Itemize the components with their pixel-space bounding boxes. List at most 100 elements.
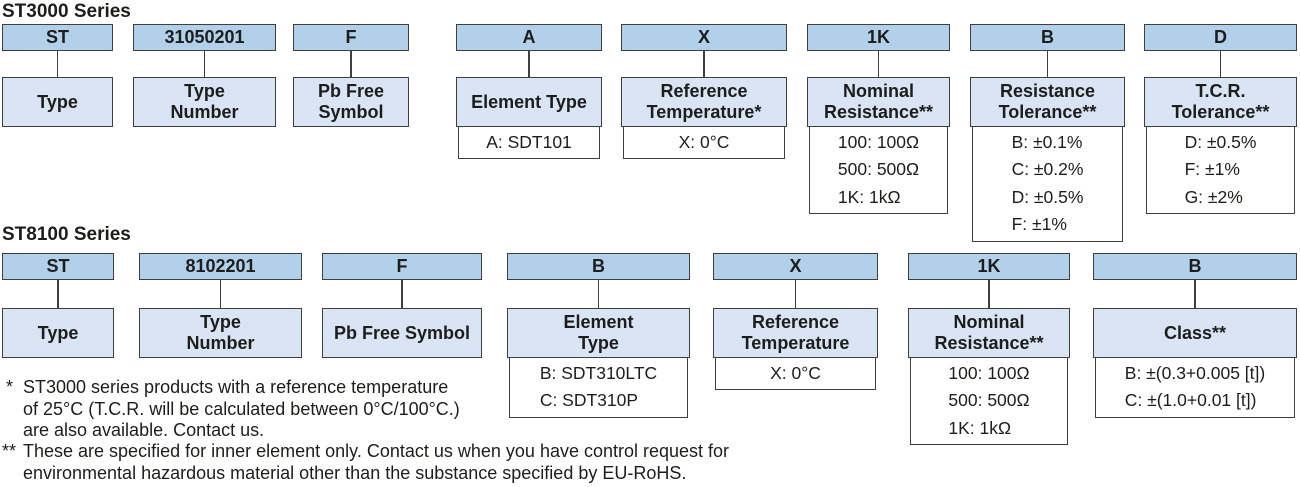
st8100-col-type-number: 8102201 Type Number (139, 253, 302, 358)
value-line: D: ±0.5% (1184, 131, 1257, 152)
code-box: B (970, 24, 1125, 51)
value-line: B: ±0.1% (1011, 131, 1083, 152)
value-line: A: SDT101 (486, 131, 572, 152)
label-line: Type (37, 91, 78, 112)
footnote-reference-temperature: * ST3000 series products with a referenc… (6, 377, 460, 442)
code-box: A (456, 24, 602, 51)
st3000-col-nominal-resistance: 1K Nominal Resistance** 100: 100Ω 500: 5… (807, 24, 950, 214)
connector-line (703, 51, 705, 77)
label-line: Resistance** (823, 102, 934, 122)
code-box: F (293, 24, 409, 51)
code-box: ST (2, 253, 114, 280)
label-box: Type Number (139, 308, 302, 358)
label-line: Number (186, 333, 255, 353)
label-line: Element Type (471, 91, 587, 112)
label-line: Resistance (999, 81, 1096, 101)
connector-line (528, 51, 530, 77)
value-line: 1K: 1kΩ (948, 417, 1012, 438)
footnote-marker: ** (2, 441, 17, 461)
st3000-series-heading: ST3000 Series (2, 1, 131, 22)
code-box: 8102201 (139, 253, 302, 280)
footnote-line: ST3000 series products with a reference … (23, 377, 449, 397)
code-box: 31050201 (133, 24, 276, 51)
connector-line (56, 51, 59, 77)
label-box: Reference Temperature (713, 308, 878, 358)
values-box: A: SDT101 (458, 125, 600, 159)
label-line: Number (170, 102, 239, 122)
label-box: Reference Temperature* (621, 77, 787, 127)
st3000-col-reference-temperature: X Reference Temperature* X: 0°C (621, 24, 787, 159)
value-line: X: 0°C (770, 362, 821, 383)
label-line: Element (563, 312, 634, 332)
label-box: Element Type (507, 308, 690, 358)
code-box: F (322, 253, 482, 280)
label-line: Type (200, 312, 241, 332)
label-box: Type (2, 77, 113, 127)
label-line: Temperature (741, 333, 850, 353)
label-line: Pb Free Symbol (333, 322, 471, 343)
footnote-inner-element: ** These are specified for inner element… (2, 441, 729, 484)
value-line: 100: 100Ω (948, 362, 1030, 383)
value-line: B: SDT310LTC (539, 362, 658, 383)
st8100-col-class: B Class** B: ±(0.3+0.005 [t]) C: ±(1.0+0… (1093, 253, 1297, 418)
values-box: B: SDT310LTC C: SDT310P (509, 356, 688, 418)
footnote-line: are also available. Contact us. (23, 420, 265, 440)
label-line: Nominal (953, 312, 1025, 332)
values-box: 100: 100Ω 500: 500Ω 1K: 1kΩ (910, 356, 1068, 445)
label-box: Resistance Tolerance** (970, 77, 1125, 127)
st3000-col-pb-free-symbol: F Pb Free Symbol (293, 24, 409, 127)
label-line: Tolerance** (1171, 102, 1270, 122)
value-line: 500: 500Ω (948, 390, 1030, 410)
label-line: Tolerance** (998, 102, 1097, 122)
values-box: B: ±(0.3+0.005 [t]) C: ±(1.0+0.01 [t]) (1095, 356, 1295, 418)
footnote-line: environmental hazardous material other t… (23, 462, 687, 483)
code-box: B (507, 253, 690, 280)
st3000-col-tcr-tolerance: D T.C.R. Tolerance** D: ±0.5% F: ±1% G: … (1144, 24, 1297, 214)
st8100-col-reference-temperature: X Reference Temperature X: 0°C (713, 253, 878, 390)
label-line: Type (184, 81, 225, 101)
st8100-col-pb-free-symbol: F Pb Free Symbol (322, 253, 482, 358)
st8100-col-nominal-resistance: 1K Nominal Resistance** 100: 100Ω 500: 5… (908, 253, 1070, 445)
connector-line (219, 280, 222, 308)
value-line: C: SDT310P (539, 390, 639, 410)
st3000-col-resistance-tolerance: B Resistance Tolerance** B: ±0.1% C: ±0.… (970, 24, 1125, 242)
connector-line (57, 280, 59, 308)
code-box: 1K (807, 24, 950, 51)
label-line: Resistance** (934, 333, 1044, 353)
connector-line (350, 51, 352, 77)
st8100-series-heading: ST8100 Series (2, 224, 131, 245)
label-box: Pb Free Symbol (322, 308, 482, 358)
code-box: 1K (908, 253, 1070, 280)
value-line: C: ±0.2% (1011, 159, 1084, 179)
label-line: Type (37, 322, 79, 343)
st3000-col-type: ST Type (2, 24, 113, 127)
label-line: Symbol (318, 102, 384, 122)
footnote-line: of 25°C (T.C.R. will be calculated betwe… (23, 398, 460, 419)
label-box: Nominal Resistance** (908, 308, 1070, 358)
label-line: T.C.R. (1195, 81, 1246, 101)
label-line: Reference (660, 81, 748, 101)
label-box: Nominal Resistance** (807, 77, 950, 127)
footnote-marker: * (6, 377, 14, 397)
label-line: Class** (1163, 322, 1227, 343)
st3000-col-type-number: 31050201 Type Number (133, 24, 276, 127)
connector-line (794, 280, 797, 308)
values-box: B: ±0.1% C: ±0.2% D: ±0.5% F: ±1% (972, 125, 1123, 242)
st8100-col-type: ST Type (2, 253, 114, 358)
label-box: Pb Free Symbol (293, 77, 409, 127)
value-line: 500: 500Ω (837, 159, 920, 179)
label-box: Element Type (456, 77, 602, 127)
code-box: X (621, 24, 787, 51)
footnote-line: These are specified for inner element on… (23, 441, 730, 461)
value-line: C: ±(1.0+0.01 [t]) (1124, 390, 1257, 410)
connector-line (1194, 280, 1196, 308)
values-box: X: 0°C (715, 356, 876, 390)
label-box: Type Number (133, 77, 276, 127)
value-line: 1K: 1kΩ (837, 186, 901, 207)
connector-line (203, 51, 206, 77)
st3000-col-element-type: A Element Type A: SDT101 (456, 24, 602, 159)
connector-line (1219, 51, 1222, 77)
connector-line (401, 280, 403, 308)
connector-line (597, 280, 600, 308)
